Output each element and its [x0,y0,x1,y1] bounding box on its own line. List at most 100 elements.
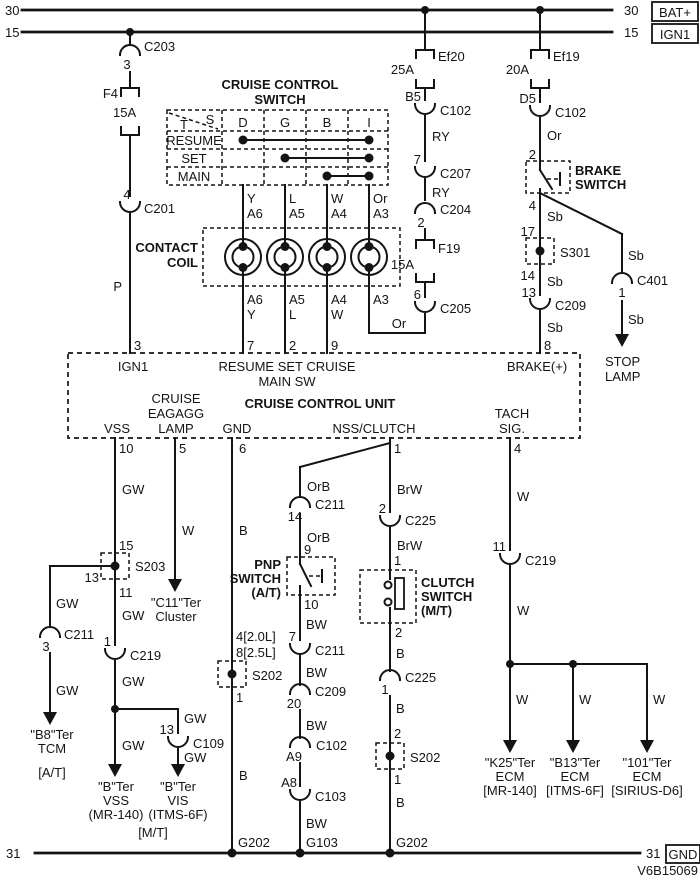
wire-color-b: B [396,701,405,716]
wire-color-p: P [113,279,122,294]
wire-color-ry: RY [432,185,450,200]
unit-brake-plus: BRAKE(+) [507,359,567,374]
unit-pin-8: 8 [544,338,551,353]
s203-pin-13: 13 [85,570,99,585]
terminal-arrow [503,740,517,753]
switch-title-1: CRUISE CONTROL [222,77,339,92]
vss-terminal-1: "B"Ter [98,779,135,794]
wire-color-sb: Sb [547,320,563,335]
ecm1-terminal-1: "K25"Ter [485,755,536,770]
c211-label: C211 [315,643,345,658]
s202-pin-2: 2 [394,726,401,741]
brush-dot [280,242,290,251]
clutch-switch-box [359,569,417,624]
unit-gnd: GND [223,421,252,436]
ecm3-terminal-1: "101"Ter [623,755,673,770]
fuse-f4-bottom [120,126,140,136]
unit-pin-3: 3 [134,338,141,353]
connector-c209 [528,297,552,310]
unit-resume-set-cruise: RESUME SET CRUISE [218,359,355,374]
at-note: [A/T] [38,765,65,780]
header-diagonal [168,112,219,130]
wire-color-orb: OrB [307,530,330,545]
f19-amp: 15A [391,257,414,272]
c102-pin: A9 [286,749,302,764]
wire-color-gw: GW [56,683,79,698]
bus-15-left-label: 15 [5,25,19,40]
clutch-pin-2: 2 [395,625,402,640]
connector-c204 [413,202,437,215]
connector-c209-b [288,683,312,696]
c207-label: C207 [440,166,471,181]
stop-lamp-label-2: LAMP [605,369,640,384]
unit-vss: VSS [104,421,130,436]
tcm-terminal-1: "B8"Ter [30,727,74,742]
brush-dot [364,242,374,251]
power-bus-top: 30 15 30 15 BAT+ IGN1 [5,1,699,44]
wire-color-brw: BrW [397,538,423,553]
c219-pin: 11 [493,539,507,554]
c201-label: C201 [144,201,175,216]
ign1-label: IGN1 [660,27,690,42]
wire-color-bw: BW [306,718,328,733]
pnp-switch-blade [298,562,313,588]
connector-d5-c102 [528,104,552,117]
clutch-contact-bottom [383,597,393,607]
connector-c207 [413,165,437,178]
c207-pin: 7 [414,152,421,167]
bus-31-right-label: 31 [646,846,660,861]
switch-title-2: SWITCH [254,92,305,107]
wire-color-sb: Sb [547,274,563,289]
cluster-lamp-column: W "C11"Ter Cluster [151,437,202,624]
contact-dot [364,135,374,145]
wire-color: Or [373,191,388,206]
tcm-branch: GW 3 C211 GW "B8"Ter TCM [A/T] [30,565,94,780]
bat-label: BAT+ [659,5,691,20]
wire-color: L [289,307,296,322]
fuse-ef20-bottom [415,79,435,89]
pnp-label-1: PNP [254,557,281,572]
brush-dot [322,242,332,251]
c225-label: C225 [405,670,436,685]
wire-color-w: W [182,523,195,538]
c203-pin: 3 [123,57,130,72]
brake-switch-pin-2: 2 [529,147,536,162]
c102-label: C102 [440,103,471,118]
connector-c203 [118,44,142,57]
header-s: S [206,112,215,127]
brake-column: Ef19 20A D5 C102 Or 2 BRAKE SWITCH 4 Sb … [506,9,626,354]
splice-dot [535,246,545,256]
s202-pin-1: 1 [394,772,401,787]
brake-switch-label-1: BRAKE [575,163,622,178]
fuse-ef20-top [415,49,435,59]
clutch-pin-1: 1 [394,553,401,568]
d5-pin: D5 [519,91,536,106]
clutch-contact-top [383,580,393,590]
contact-coil-box [202,227,401,287]
c401-pin: 1 [618,285,625,300]
c211-pin: 14 [288,509,302,524]
tcm-terminal-2: TCM [38,741,66,756]
col-g: G [280,115,290,130]
wire-color-gw: GW [56,596,79,611]
c209-label: C209 [315,684,346,699]
wire-color-or: Or [547,128,562,143]
fuse-f19-bottom [415,273,435,283]
unit-pin-5: 5 [179,441,186,456]
coil-label-2: COIL [167,255,198,270]
unit-title: CRUISE CONTROL UNIT [245,396,396,411]
f4-amp-label: 15A [113,105,136,120]
splice-s202-box [375,742,405,770]
c204-label: C204 [440,202,471,217]
engine-note-2: 8[2.5L] [236,645,276,660]
wire-color-sb: Sb [628,312,644,327]
ef19-amp: 20A [506,62,529,77]
contact-dot [280,153,290,163]
vss-terminal-3: (MR-140) [89,807,144,822]
pnp-switch-box [286,556,336,596]
vis-terminal-1: "B"Ter [160,779,197,794]
c205-pin: 6 [414,287,421,302]
unit-pin-9: 9 [331,338,338,353]
contact-dot [238,135,248,145]
unit-tach-2: SIG. [499,421,525,436]
